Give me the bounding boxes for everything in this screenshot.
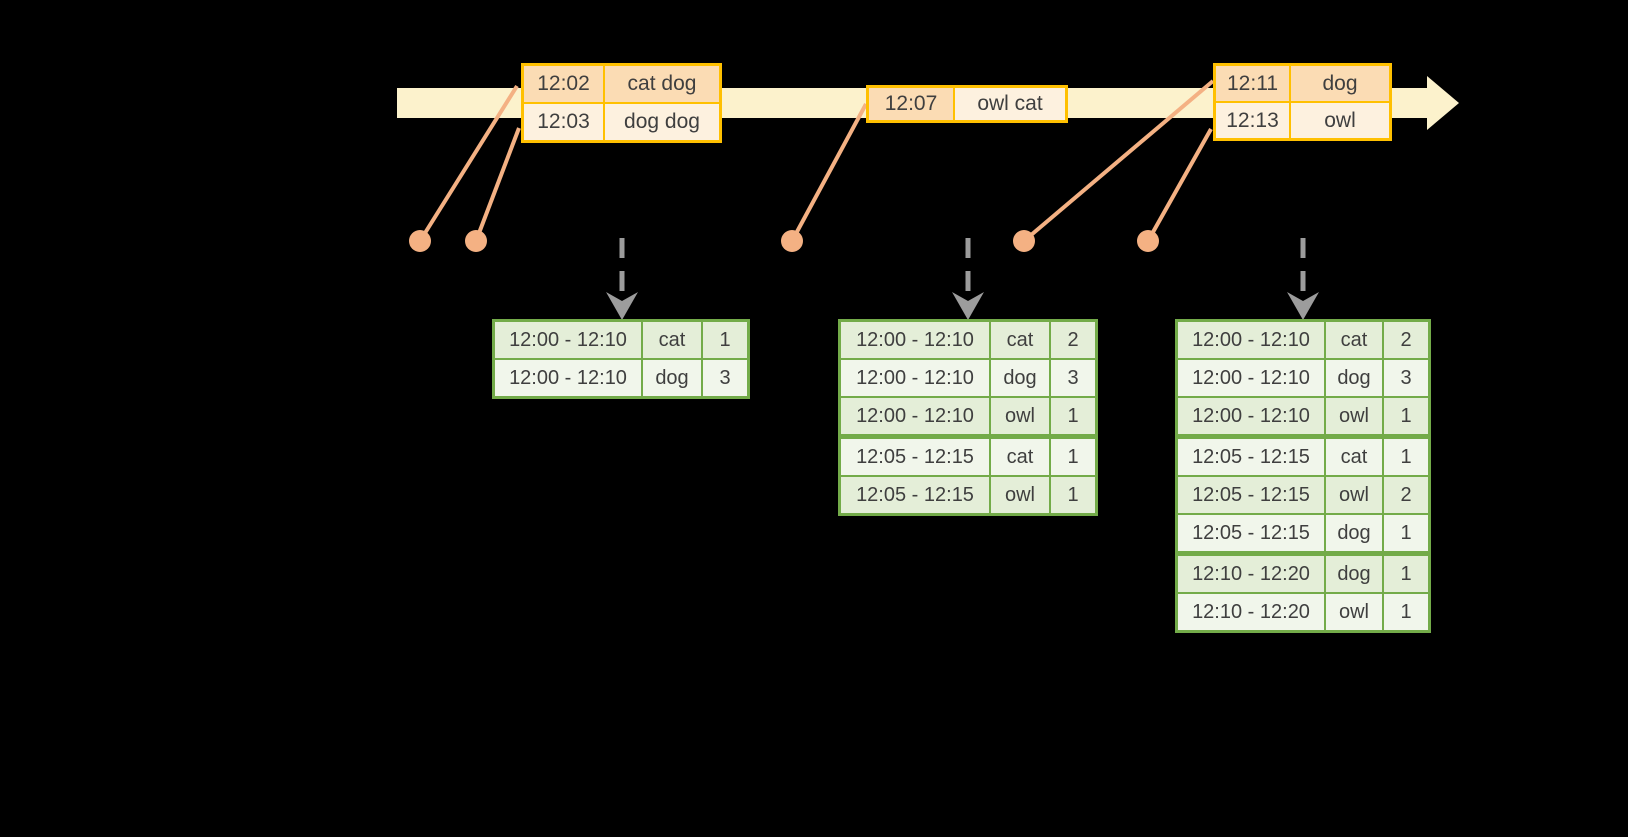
- trigger-arrows: [606, 238, 1319, 320]
- event-table-2: 12:07 owl cat: [866, 85, 1068, 123]
- event-time-axis-arrowhead-icon: [1427, 76, 1459, 130]
- result-row: 12:05 - 12:15 cat 1: [1178, 434, 1428, 475]
- trigger-arrow-head-icon: [606, 292, 638, 320]
- word-cell: cat: [641, 322, 701, 358]
- count-cell: 1: [1382, 594, 1428, 630]
- event-row: 12:02 cat dog: [524, 66, 719, 102]
- count-cell: 1: [1382, 398, 1428, 434]
- count-cell: 2: [1049, 322, 1095, 358]
- result-row: 12:05 - 12:15 dog 1: [1178, 513, 1428, 551]
- event-time-cell: 12:07: [869, 88, 953, 120]
- count-cell: 1: [701, 322, 747, 358]
- trigger-arrow-head-icon: [1287, 292, 1319, 320]
- word-cell: dog: [1324, 515, 1382, 551]
- window-cell: 12:00 - 12:10: [495, 322, 641, 358]
- event-table-1: 12:02 cat dog 12:03 dog dog: [521, 63, 722, 143]
- event-connector-line: [474, 127, 521, 242]
- window-cell: 12:00 - 12:10: [841, 360, 989, 396]
- window-cell: 12:05 - 12:15: [841, 439, 989, 475]
- word-cell: dog: [1324, 556, 1382, 592]
- count-cell: 3: [701, 360, 747, 396]
- window-cell: 12:00 - 12:10: [841, 322, 989, 358]
- word-cell: owl: [1324, 398, 1382, 434]
- word-cell: cat: [989, 322, 1049, 358]
- event-time-cell: 12:11: [1216, 66, 1289, 101]
- count-cell: 1: [1382, 556, 1428, 592]
- event-row: 12:11 dog: [1216, 66, 1389, 101]
- result-row: 12:00 - 12:10 owl 1: [1178, 396, 1428, 434]
- word-cell: owl: [1324, 477, 1382, 513]
- event-row: 12:03 dog dog: [524, 102, 719, 140]
- word-cell: owl: [989, 398, 1049, 434]
- window-cell: 12:05 - 12:15: [1178, 515, 1324, 551]
- event-row: 12:07 owl cat: [869, 88, 1065, 120]
- event-time-cell: 12:02: [524, 66, 603, 102]
- word-cell: cat: [1324, 439, 1382, 475]
- event-time-cell: 12:13: [1216, 103, 1289, 138]
- window-cell: 12:05 - 12:15: [841, 477, 989, 513]
- window-cell: 12:00 - 12:10: [1178, 360, 1324, 396]
- word-cell: cat: [989, 439, 1049, 475]
- word-cell: cat: [1324, 322, 1382, 358]
- event-words-cell: owl: [1289, 103, 1389, 138]
- window-cell: 12:05 - 12:15: [1178, 439, 1324, 475]
- result-row: 12:00 - 12:10 dog 3: [1178, 358, 1428, 396]
- count-cell: 3: [1049, 360, 1095, 396]
- word-cell: owl: [1324, 594, 1382, 630]
- event-words-cell: dog dog: [603, 104, 719, 140]
- event-connector-line: [790, 103, 868, 242]
- window-cell: 12:10 - 12:20: [1178, 556, 1324, 592]
- count-cell: 1: [1382, 515, 1428, 551]
- count-cell: 1: [1049, 439, 1095, 475]
- window-cell: 12:00 - 12:10: [495, 360, 641, 396]
- event-words-cell: cat dog: [603, 66, 719, 102]
- result-table-1: 12:00 - 12:10 cat 1 12:00 - 12:10 dog 3: [492, 319, 750, 399]
- result-table-2: 12:00 - 12:10 cat 2 12:00 - 12:10 dog 3 …: [838, 319, 1098, 516]
- result-row: 12:00 - 12:10 owl 1: [841, 396, 1095, 434]
- count-cell: 3: [1382, 360, 1428, 396]
- word-cell: dog: [989, 360, 1049, 396]
- count-cell: 1: [1049, 398, 1095, 434]
- event-words-cell: dog: [1289, 66, 1389, 101]
- result-row: 12:00 - 12:10 cat 1: [495, 322, 747, 358]
- result-row: 12:05 - 12:15 owl 2: [1178, 475, 1428, 513]
- event-time-dot: [465, 230, 487, 252]
- result-table-3: 12:00 - 12:10 cat 2 12:00 - 12:10 dog 3 …: [1175, 319, 1431, 633]
- event-time-cell: 12:03: [524, 104, 603, 140]
- word-cell: dog: [641, 360, 701, 396]
- result-row: 12:10 - 12:20 dog 1: [1178, 551, 1428, 592]
- result-row: 12:10 - 12:20 owl 1: [1178, 592, 1428, 630]
- event-table-3: 12:11 dog 12:13 owl: [1213, 63, 1392, 141]
- trigger-arrow-head-icon: [952, 292, 984, 320]
- word-cell: dog: [1324, 360, 1382, 396]
- count-cell: 2: [1382, 322, 1428, 358]
- event-time-dot: [409, 230, 431, 252]
- window-cell: 12:00 - 12:10: [841, 398, 989, 434]
- event-words-cell: owl cat: [953, 88, 1065, 120]
- result-row: 12:05 - 12:15 owl 1: [841, 475, 1095, 513]
- event-time-dot: [1137, 230, 1159, 252]
- event-connector-line: [1146, 128, 1213, 242]
- result-row: 12:00 - 12:10 dog 3: [841, 358, 1095, 396]
- event-time-dot: [781, 230, 803, 252]
- result-row: 12:00 - 12:10 cat 2: [1178, 322, 1428, 358]
- window-cell: 12:00 - 12:10: [1178, 322, 1324, 358]
- window-cell: 12:10 - 12:20: [1178, 594, 1324, 630]
- result-row: 12:00 - 12:10 cat 2: [841, 322, 1095, 358]
- window-cell: 12:05 - 12:15: [1178, 477, 1324, 513]
- event-time-dot: [1013, 230, 1035, 252]
- count-cell: 2: [1382, 477, 1428, 513]
- result-row: 12:05 - 12:15 cat 1: [841, 434, 1095, 475]
- word-cell: owl: [989, 477, 1049, 513]
- window-cell: 12:00 - 12:10: [1178, 398, 1324, 434]
- event-row: 12:13 owl: [1216, 101, 1389, 138]
- count-cell: 1: [1382, 439, 1428, 475]
- result-row: 12:00 - 12:10 dog 3: [495, 358, 747, 396]
- count-cell: 1: [1049, 477, 1095, 513]
